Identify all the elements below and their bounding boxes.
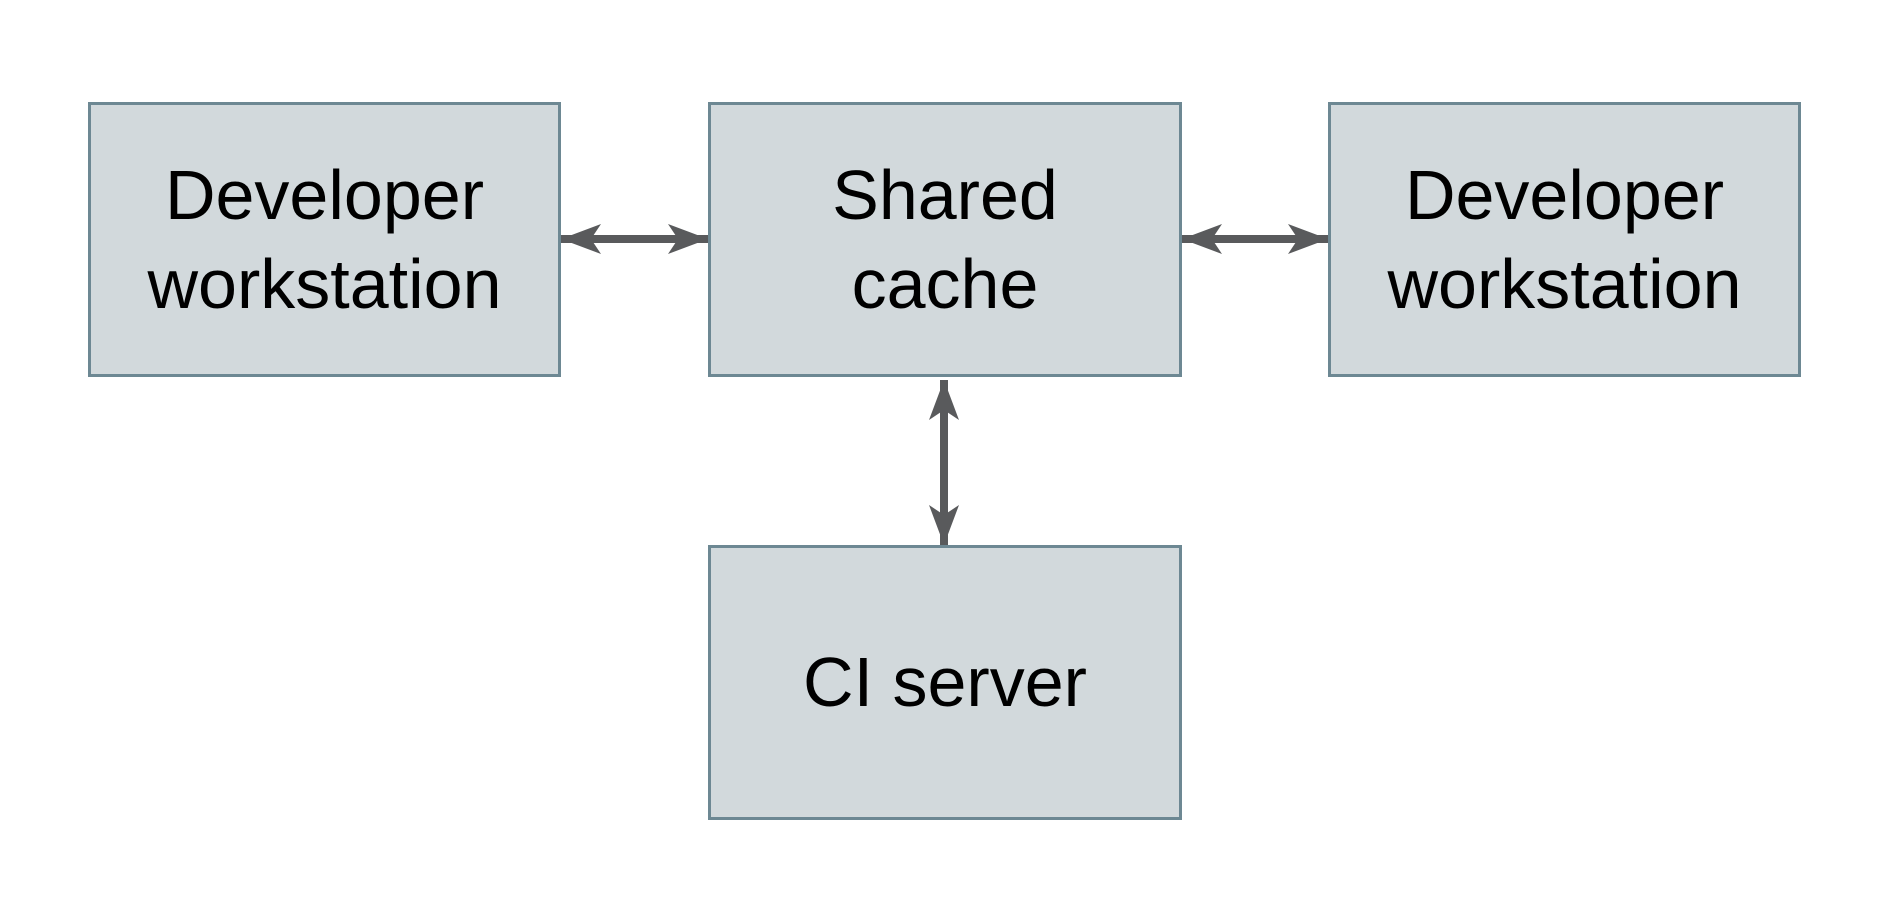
node-label: CI server — [803, 643, 1087, 722]
node-developer-workstation-right: Developer workstation — [1328, 102, 1801, 377]
node-label: Developer workstation — [1387, 155, 1742, 323]
node-shared-cache: Shared cache — [708, 102, 1182, 377]
node-label: Developer workstation — [147, 155, 502, 323]
node-ci-server: CI server — [708, 545, 1182, 820]
node-developer-workstation-left: Developer workstation — [88, 102, 561, 377]
node-label: Shared cache — [832, 155, 1058, 323]
